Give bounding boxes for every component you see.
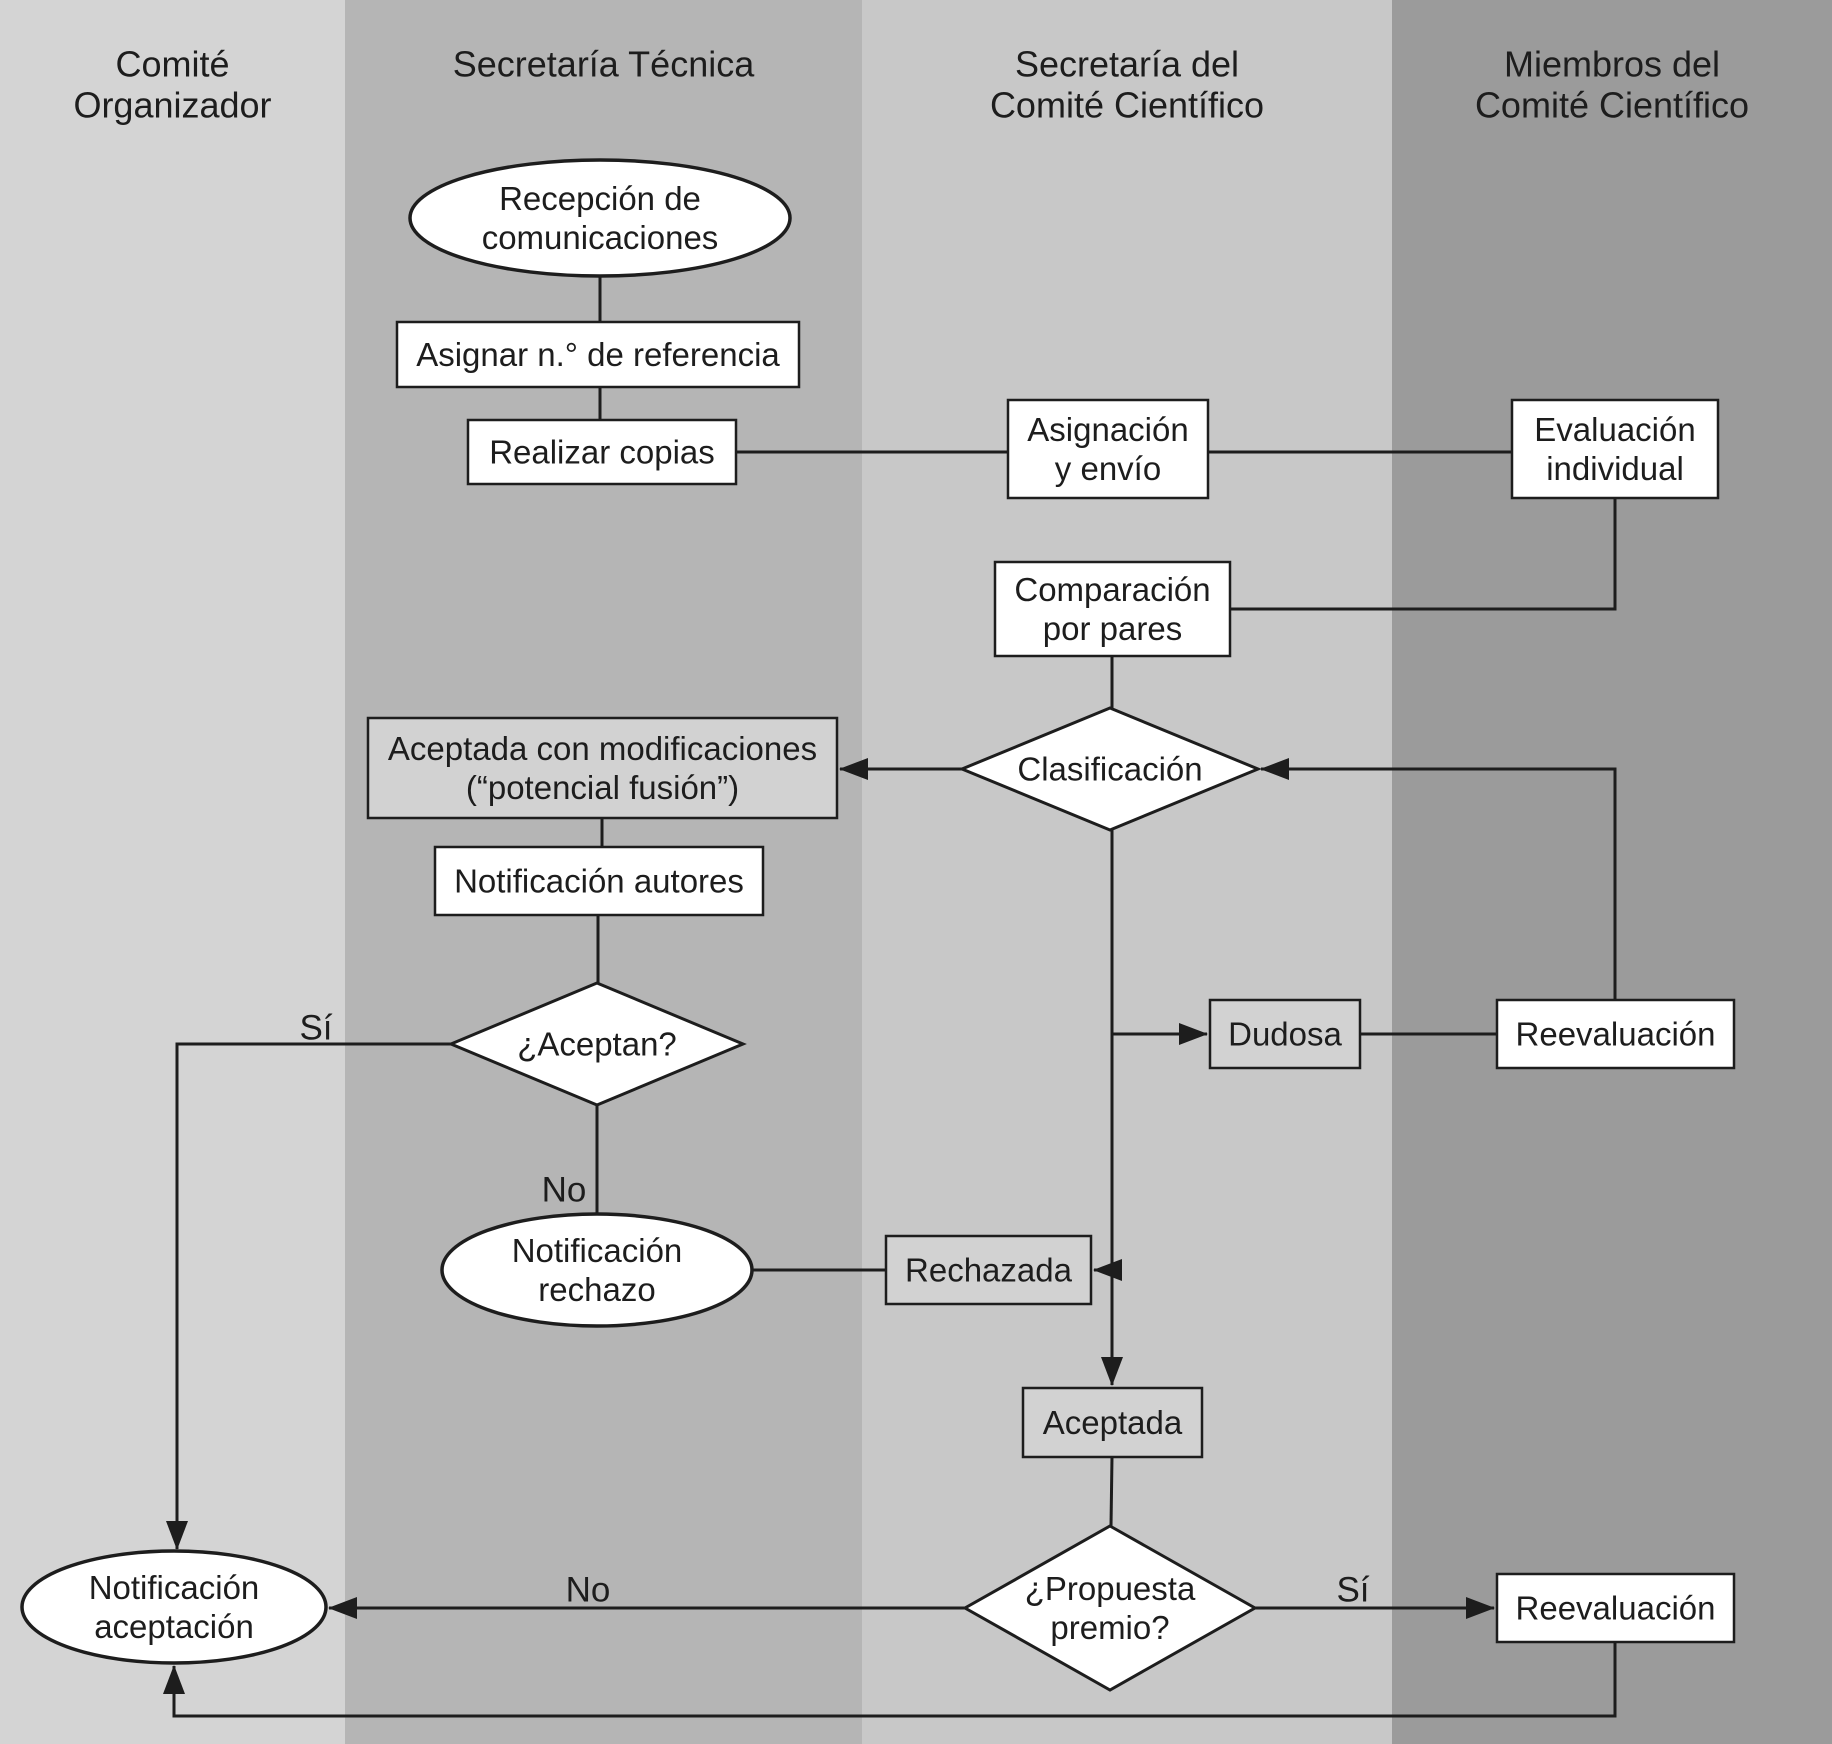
node-notificacion-autores: Notificación autores	[433, 845, 765, 917]
node-label: por pares	[1043, 610, 1182, 647]
node-shape-evaluacion-individual	[1510, 398, 1720, 500]
node-aceptan: ¿Aceptan?	[447, 981, 747, 1107]
swimlane-title-secretaria-comite-cientifico: Comité Científico	[990, 85, 1264, 126]
node-shape-asignar-referencia	[395, 320, 801, 389]
node-label: rechazo	[538, 1271, 655, 1308]
swimlane-title-miembros-comite-cientifico: Comité Científico	[1475, 85, 1749, 126]
node-shape-dudosa	[1208, 998, 1362, 1070]
edge-label-si-propuesta: Sí	[1336, 1571, 1369, 1610]
node-shape-recepcion-comunicaciones	[408, 158, 792, 278]
node-label: Realizar copias	[489, 434, 715, 471]
node-label: Comparación	[1014, 571, 1210, 608]
node-aceptada-modificaciones: Aceptada con modificaciones(“potencial f…	[366, 716, 839, 820]
node-shape-aceptada-modificaciones	[366, 716, 839, 820]
node-label: comunicaciones	[482, 219, 719, 256]
edge-evaluacion-a-comparacion	[1230, 498, 1617, 611]
node-label: ¿Aceptan?	[517, 1026, 677, 1063]
node-label: Reevaluación	[1516, 1590, 1716, 1627]
node-label: aceptación	[94, 1608, 254, 1645]
node-shape-comparacion-pares	[993, 560, 1232, 658]
swimlane-title-secretaria-tecnica: Secretaría Técnica	[453, 44, 755, 85]
node-shape-realizar-copias	[466, 418, 738, 486]
edge-reevaluacion-a-clasificacion	[1260, 758, 1617, 1000]
node-shape-aceptada	[1021, 1386, 1204, 1459]
node-label: premio?	[1050, 1609, 1169, 1646]
node-shape-aceptan	[447, 981, 747, 1107]
node-shape-clasificacion	[958, 706, 1262, 832]
node-label: (“potencial fusión”)	[466, 769, 739, 806]
node-clasificacion: Clasificación	[958, 706, 1262, 832]
node-shape-asignacion-envio	[1006, 398, 1210, 500]
node-shape-rechazada	[884, 1234, 1093, 1306]
swimlane-title-comite-organizador: Organizador	[73, 85, 271, 126]
node-label: Asignación	[1027, 411, 1188, 448]
node-shape-reevaluacion-superior	[1495, 998, 1736, 1070]
edge-aceptan-si-a-aceptacion	[166, 1042, 451, 1550]
edge-aceptada-a-propuesta	[1109, 1456, 1114, 1527]
swimlane-title-miembros-comite-cientifico: Miembros del	[1504, 44, 1720, 85]
node-reevaluacion-superior: Reevaluación	[1495, 998, 1736, 1070]
swimlane-bg-secretaria-comite-cientifico	[862, 0, 1392, 1744]
node-rechazada: Rechazada	[884, 1234, 1093, 1306]
node-label: Evaluación	[1534, 411, 1695, 448]
node-reevaluacion-inferior: Reevaluación	[1495, 1572, 1736, 1644]
node-label: y envío	[1055, 450, 1161, 487]
node-label: ¿Propuesta	[1025, 1570, 1196, 1607]
node-label: Dudosa	[1228, 1016, 1342, 1053]
node-label: Notificación	[512, 1232, 683, 1269]
node-label: Asignar n.° de referencia	[416, 336, 780, 373]
node-shape-notificacion-rechazo	[440, 1212, 754, 1328]
node-label: Reevaluación	[1516, 1016, 1716, 1053]
node-aceptada: Aceptada	[1021, 1386, 1204, 1459]
node-label: Aceptada	[1043, 1404, 1183, 1441]
node-dudosa: Dudosa	[1208, 998, 1362, 1070]
swimlane-title-secretaria-comite-cientifico: Secretaría del	[1015, 44, 1239, 85]
node-shape-propuesta-premio	[961, 1524, 1259, 1692]
node-label: Recepción de	[499, 180, 701, 217]
swimlane-bg-comite-organizador	[0, 0, 345, 1744]
node-label: Notificación autores	[454, 863, 744, 900]
edge-label-si-aceptan: Sí	[299, 1009, 332, 1048]
node-shape-notificacion-aceptacion	[20, 1549, 328, 1665]
node-shape-notificacion-autores	[433, 845, 765, 917]
edge-label-no-aceptan: No	[542, 1171, 587, 1210]
edge-label-no-propuesta: No	[566, 1571, 611, 1610]
node-label: Notificación	[89, 1569, 260, 1606]
node-label: Aceptada con modificaciones	[388, 730, 817, 767]
swimlane-title-comite-organizador: Comité	[115, 44, 229, 85]
edge-reevaluacion-bucle-aceptacion	[163, 1642, 1617, 1718]
edge-layer	[163, 276, 1617, 1718]
node-label: Rechazada	[905, 1252, 1073, 1289]
node-shape-reevaluacion-inferior	[1495, 1572, 1736, 1644]
node-label: Clasificación	[1017, 751, 1202, 788]
node-label: individual	[1546, 450, 1684, 487]
node-asignar-referencia: Asignar n.° de referencia	[395, 320, 801, 389]
swimlane-bg-miembros-comite-cientifico	[1392, 0, 1832, 1744]
node-realizar-copias: Realizar copias	[466, 418, 738, 486]
